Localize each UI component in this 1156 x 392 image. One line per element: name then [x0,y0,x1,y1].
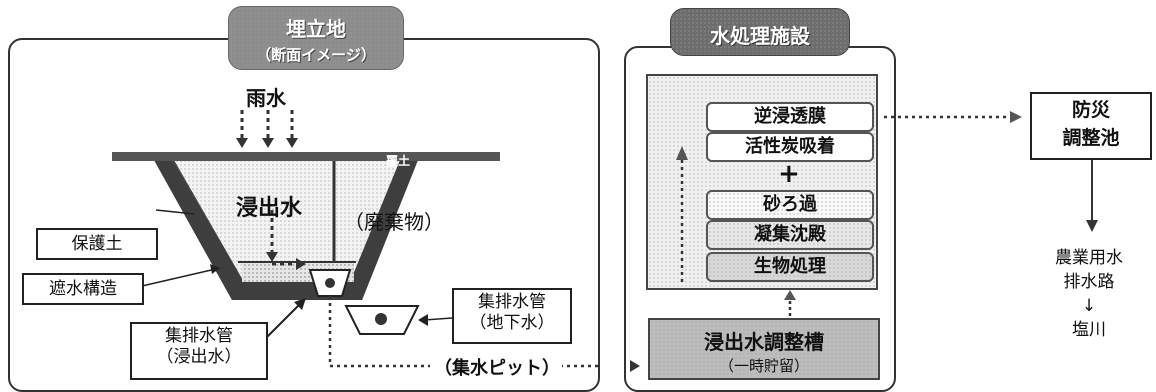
groundwater-pipe-label: 集排水管 （地下水） [452,288,572,344]
tank-sub: （一時貯留） [718,357,809,375]
step-biological: 生物処理 [706,252,874,282]
leachate-pipe-label: 集排水管 （浸出水） [130,322,268,380]
step-reverse-osmosis: 逆浸透膜 [706,102,874,132]
facility-title: 水処理施設 [710,24,810,48]
landfill-subtitle: （断面イメージ） [256,46,376,64]
step-sand-filtration: 砂ろ過 [706,190,874,220]
facility-title-pill: 水処理施設 [670,8,850,56]
protective-soil-label: 保護土 [36,228,158,260]
rain-label: 雨水 [246,86,286,110]
landfill-title-pill: 埋立地 （断面イメージ） [228,6,404,70]
landfill-title: 埋立地 [286,17,346,41]
disaster-pond: 防災 調整池 [1030,92,1152,160]
cover-soil-label: 覆土 [386,154,411,168]
facility-flow-arrows [630,111,1098,372]
plus-sign: + [778,159,800,189]
step-activated-carbon: 活性炭吸着 [706,132,874,162]
pit-label: （集水ピット） [432,354,562,380]
impermeable-label: 遮水構造 [22,273,144,305]
cover-soil [112,152,500,161]
rain-arrows [240,110,294,140]
leachate-label: 浸出水 [236,196,303,221]
landfill-cross-section [112,110,600,368]
waste-label: （廃棄物） [344,210,444,234]
step-coagulation: 凝集沈殿 [706,220,874,250]
waste-body [174,160,400,282]
adjustment-tank: 浸出水調整槽 （一時貯留） [648,318,880,380]
tank-name: 浸出水調整槽 [704,330,824,354]
destination-text: 農業用水 排水路 ↓ 塩川 [1055,248,1123,340]
